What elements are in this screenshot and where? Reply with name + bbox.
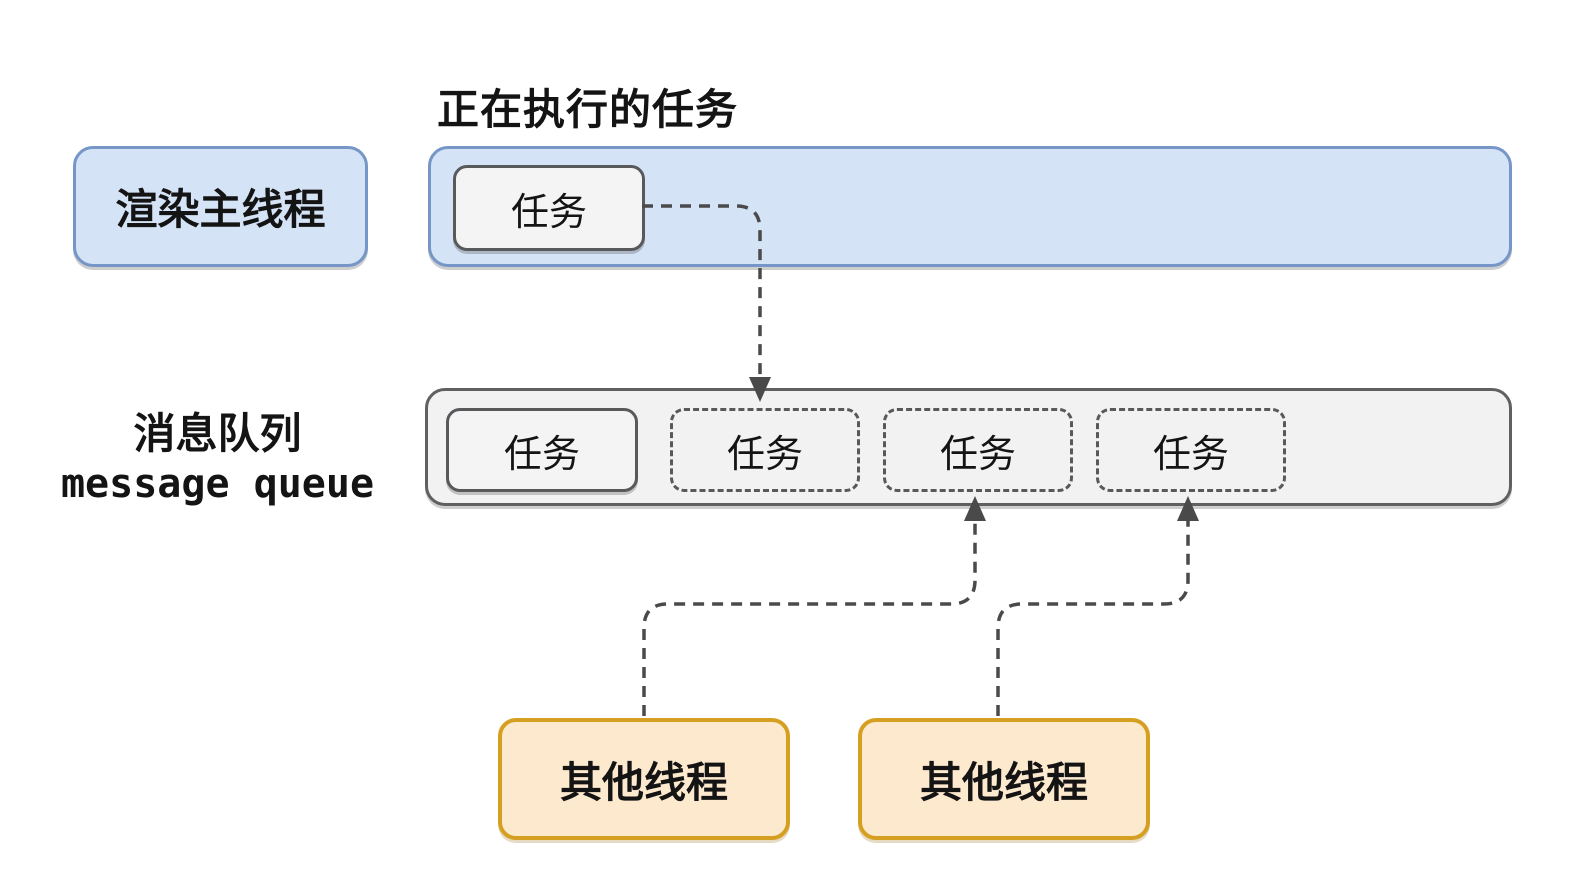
queue-task-label-2: 任务 xyxy=(726,433,803,476)
queue-task-box-3: 任务 xyxy=(883,408,1073,492)
main-thread-track: 任务 xyxy=(428,146,1512,267)
other-thread-label-2: 其他线程 xyxy=(919,758,1088,806)
render-main-thread-label: 渲染主线程 xyxy=(115,186,326,233)
executing-task-caption: 正在执行的任务 xyxy=(437,86,739,133)
queue-task-box-2: 任务 xyxy=(670,408,860,492)
other-thread-label-1: 其他线程 xyxy=(559,758,728,806)
arrow-other-thread2-to-queue xyxy=(996,518,1190,716)
message-queue-track: 任务 任务 任务 任务 xyxy=(425,388,1512,506)
executing-task-box: 任务 xyxy=(453,165,645,251)
executing-task-label: 任务 xyxy=(510,191,587,234)
queue-task-box-4: 任务 xyxy=(1096,408,1286,492)
other-thread-box-1: 其他线程 xyxy=(498,718,790,840)
queue-task-box-1: 任务 xyxy=(446,408,638,492)
other-thread-box-2: 其他线程 xyxy=(858,718,1150,840)
message-queue-caption-en: message queue xyxy=(60,461,375,507)
queue-task-label-3: 任务 xyxy=(939,433,1016,476)
queue-task-label-1: 任务 xyxy=(503,433,580,476)
message-queue-caption: 消息队列 message queue xyxy=(40,408,395,508)
render-main-thread-box: 渲染主线程 xyxy=(73,146,368,267)
arrow-other-thread1-to-queue xyxy=(642,518,977,716)
message-queue-caption-zh: 消息队列 xyxy=(133,410,302,457)
queue-task-label-4: 任务 xyxy=(1152,433,1229,476)
